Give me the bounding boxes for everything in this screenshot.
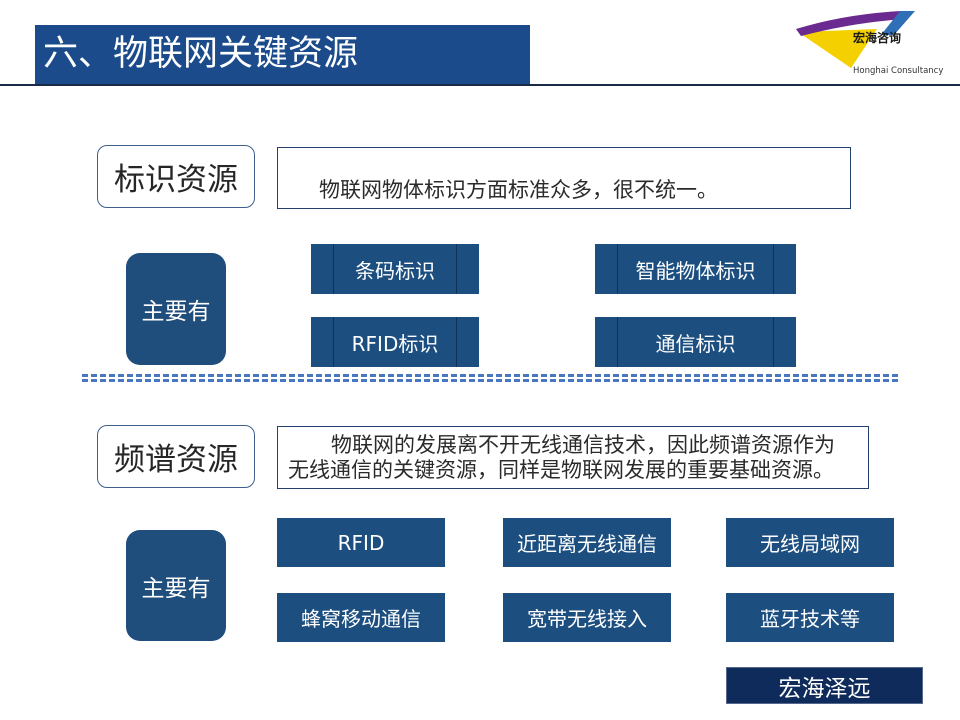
- spectrum-main-label: 主要有: [126, 530, 226, 641]
- footer-brand-label: 宏海泽远: [726, 667, 923, 704]
- section-divider-top: [82, 374, 898, 377]
- spectrum-item-short-range: 近距离无线通信: [503, 518, 671, 567]
- identifier-item-communication: 通信标识: [595, 317, 796, 367]
- header-divider: [0, 84, 960, 86]
- identifier-main-label: 主要有: [126, 253, 226, 365]
- honghai-logo-mark-icon: [796, 11, 915, 68]
- identifier-item-rfid: RFID标识: [311, 317, 479, 367]
- title-bar: 六、物联网关键资源: [35, 25, 530, 84]
- spectrum-item-wlan: 无线局域网: [726, 518, 894, 567]
- identifier-description: 物联网物体标识方面标准众多，很不统一。: [319, 178, 718, 202]
- spectrum-description-line-1: 物联网的发展离不开无线通信技术，因此频谱资源作为: [331, 433, 835, 457]
- page-title: 六、物联网关键资源: [43, 34, 359, 74]
- spectrum-resources-label: 频谱资源: [97, 425, 255, 488]
- spectrum-item-bluetooth: 蓝牙技术等: [726, 593, 894, 642]
- logo-name-cn: 宏海咨询: [853, 31, 902, 45]
- logo-name-en: Honghai Consultancy: [853, 66, 944, 76]
- spectrum-description-box: 物联网的发展离不开无线通信技术，因此频谱资源作为 无线通信的关键资源，同样是物联…: [277, 426, 869, 489]
- spectrum-item-rfid: RFID: [277, 518, 445, 567]
- identifier-item-barcode: 条码标识: [311, 244, 479, 294]
- company-logo: 宏海咨询 Honghai Consultancy: [793, 8, 943, 80]
- spectrum-description-line-2: 无线通信的关键资源，同样是物联网发展的重要基础资源。: [288, 458, 834, 482]
- spectrum-item-broadband-wireless: 宽带无线接入: [503, 593, 671, 642]
- identifier-item-smart-object: 智能物体标识: [595, 244, 796, 294]
- identifier-resources-label: 标识资源: [97, 145, 255, 208]
- section-divider-bottom: [82, 379, 898, 382]
- identifier-description-box: 物联网物体标识方面标准众多，很不统一。: [277, 147, 851, 209]
- spectrum-item-cellular: 蜂窝移动通信: [277, 593, 445, 642]
